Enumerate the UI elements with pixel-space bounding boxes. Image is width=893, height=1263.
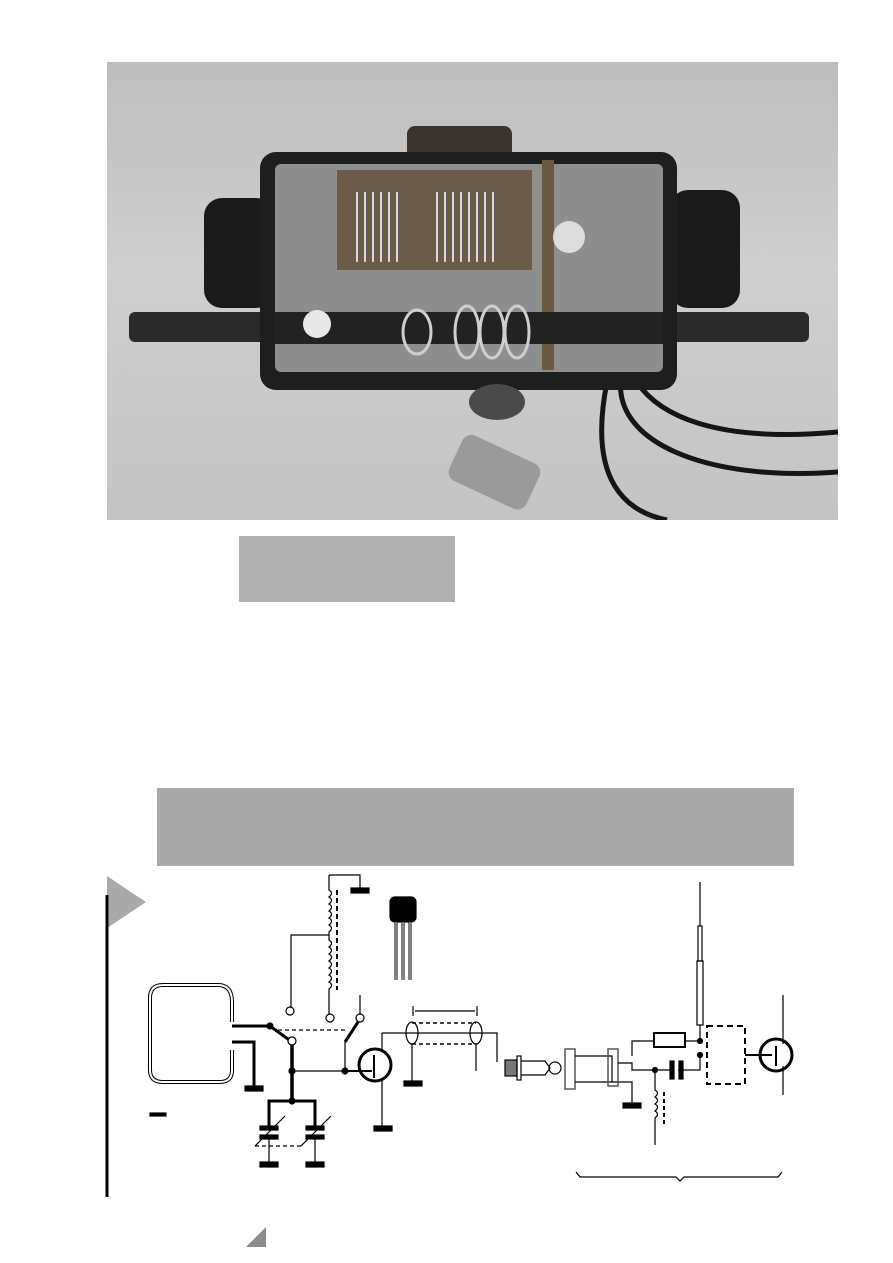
- fet-icon: [345, 1033, 393, 1132]
- inductor-icon: [290, 874, 370, 1015]
- coax-cable-icon: [382, 1006, 498, 1087]
- transistor-package-icon: [389, 896, 417, 980]
- switch-icon: [266, 995, 365, 1101]
- variable-capacitor-icon: [254, 1097, 332, 1168]
- telescopic-antenna-icon: [696, 882, 704, 1041]
- loop-antenna-icon: [148, 983, 234, 1084]
- shield-box: [706, 1025, 746, 1085]
- marker-triangle-icon: [107, 876, 146, 928]
- resistor-icon: [653, 1032, 686, 1048]
- bnc-connector-icon: [504, 1048, 576, 1090]
- enclosure-photo: [107, 62, 838, 520]
- corner-marker-icon: [246, 1227, 266, 1247]
- photo-illustration: [129, 126, 838, 520]
- capacitor-icon: [669, 1060, 684, 1080]
- caption-box: [239, 536, 455, 602]
- circuit-schematic: [105, 874, 794, 1197]
- fet-icon: [745, 995, 794, 1095]
- brace-icon: [575, 1171, 783, 1182]
- ground-icon: [244, 1085, 264, 1092]
- title-bar: [157, 788, 794, 866]
